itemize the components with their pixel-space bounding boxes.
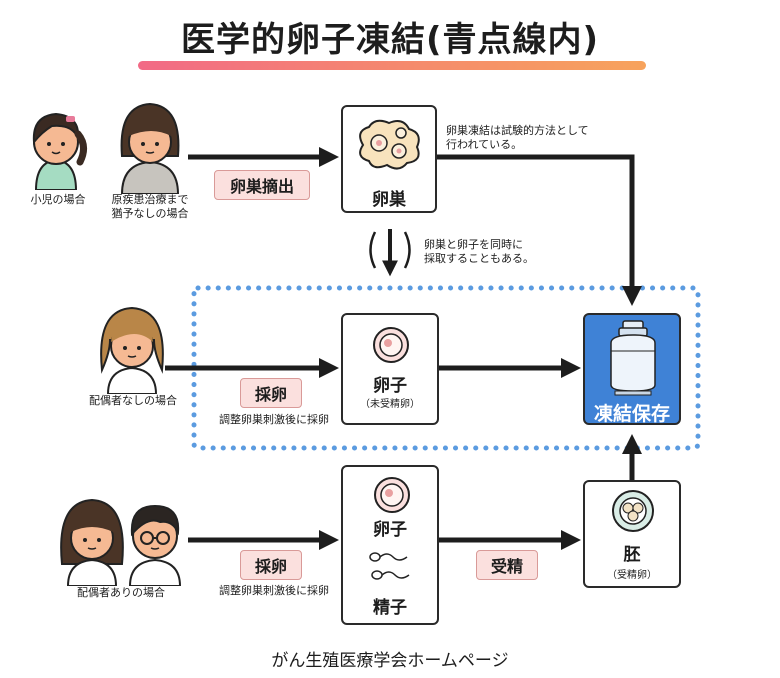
freeze-storage-box: 凍結保存 [583, 313, 681, 425]
embryo-sub-label: （受精卵） [607, 570, 657, 581]
ovary-box: 卵巣 [341, 105, 437, 213]
husband-avatar-icon [128, 504, 182, 586]
egg-sub-label: （未受精卵） [360, 399, 420, 410]
embryo-box: 胚 （受精卵） [583, 480, 681, 588]
ovary-label: 卵巣 [372, 190, 406, 210]
action-egg-retrieval-2-tag: 採卵 [240, 550, 302, 580]
egg-retrieval-2-sub-label: 調整卵巣刺激後に採卵 [219, 584, 329, 597]
ovary-freezing-note: 卵巣凍結は試験的方法として 行われている。 [446, 124, 589, 151]
egg-box: 卵子 （未受精卵） [341, 313, 439, 425]
cryo-tank-icon [610, 320, 656, 396]
egg-sperm-box: 卵子 精子 [341, 465, 439, 625]
person-child-label: 小児の場合 [30, 193, 86, 206]
egg-retrieval-sub-label: 調整卵巣刺激後に採卵 [219, 413, 329, 426]
freeze-storage-label: 凍結保存 [593, 403, 670, 425]
paren-right [403, 231, 411, 269]
egg-cell-icon [374, 477, 410, 513]
egg-label: 卵子 [373, 376, 407, 396]
action-egg-retrieval-tag: 採卵 [240, 378, 302, 408]
embryo-icon [612, 490, 654, 532]
person-with-spouse-label: 配偶者ありの場合 [77, 586, 165, 599]
action-fertilization-tag: 受精 [476, 550, 538, 580]
egg-cell-icon [373, 327, 409, 363]
egg-label: 卵子 [373, 520, 407, 540]
page-title: 医学的卵子凍結(青点線内) [180, 20, 600, 60]
sperm-icon [369, 552, 410, 580]
arrow-ovary-storage [437, 154, 642, 306]
ovary-icon [359, 119, 420, 170]
child-avatar-icon [32, 112, 87, 190]
person-postpone-label: 原疾患治療まで 猶予なしの場合 [111, 193, 189, 220]
source-footer: がん生殖医療学会ホームページ [271, 651, 509, 671]
single-woman-avatar-icon [100, 306, 164, 394]
dotted-region [191, 285, 701, 451]
simultaneous-collection-note: 卵巣と卵子を同時に 採取することもある。 [424, 238, 534, 265]
wife-avatar-icon [60, 498, 124, 586]
person-no-spouse-label: 配偶者なしの場合 [89, 394, 177, 407]
paren-left [369, 231, 377, 269]
title-underline [138, 61, 646, 70]
action-ovary-removal-tag: 卵巣摘出 [214, 170, 310, 200]
sperm-label: 精子 [373, 598, 407, 618]
woman-avatar-icon [120, 102, 180, 194]
embryo-label: 胚 [623, 545, 641, 565]
